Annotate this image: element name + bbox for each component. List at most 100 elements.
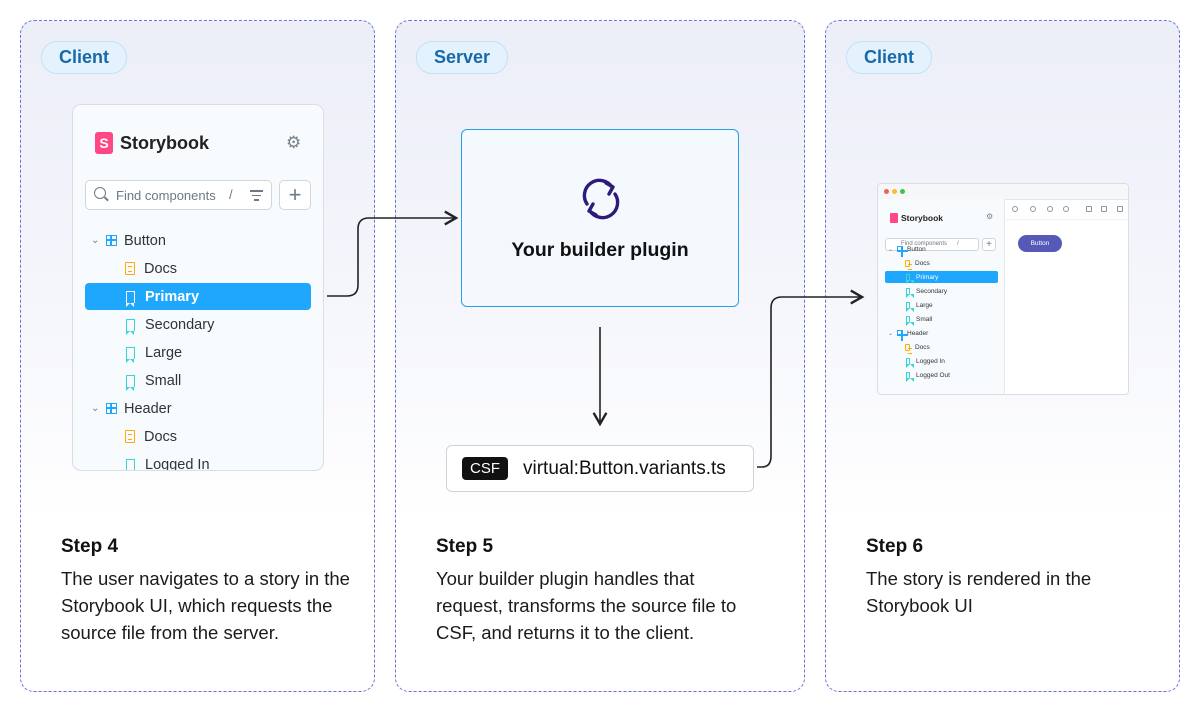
add-button[interactable]: + (279, 180, 311, 210)
tree-item-label: Docs (144, 260, 178, 277)
storybook-sidebar: S Storybook ⚙ Find components / + ⌄ Butto… (72, 104, 324, 471)
component-icon (106, 403, 117, 414)
measure-icon[interactable] (1117, 206, 1123, 212)
tree-story[interactable]: Large (885, 299, 998, 312)
tree-docs[interactable]: Docs (85, 423, 311, 450)
tree-story[interactable]: Primary (885, 271, 998, 284)
tree-item-label: Docs (915, 343, 930, 351)
close-dot-icon[interactable] (884, 189, 889, 194)
builder-plugin-box: Your builder plugin (461, 129, 739, 307)
client-badge: Client (41, 41, 128, 74)
chevron-down-icon[interactable]: ⌄ (888, 330, 894, 337)
component-icon (897, 246, 908, 257)
minimize-dot-icon[interactable] (892, 189, 897, 194)
tree-docs[interactable]: Docs (85, 255, 311, 282)
search-input[interactable]: Find components / (85, 180, 272, 210)
tree-component[interactable]: ⌄ Header (85, 395, 311, 422)
bookmark-icon (905, 302, 914, 312)
chevron-down-icon[interactable]: ⌄ (91, 403, 100, 414)
storybook-logo-icon (890, 213, 898, 223)
search-placeholder: Find components (116, 188, 216, 203)
tree-story[interactable]: Logged In (885, 355, 998, 368)
gear-icon[interactable]: ⚙ (986, 212, 994, 221)
tree-component[interactable]: ⌄ Button (85, 227, 311, 254)
tree-docs[interactable]: Docs (885, 257, 998, 270)
tree-item-label: Logged In (145, 456, 210, 471)
tree-component[interactable]: ⌄ Button (885, 243, 998, 257)
tree-item-label: Primary (916, 273, 939, 281)
rendered-button[interactable]: Button (1018, 235, 1062, 252)
tree-story[interactable]: Small (885, 313, 998, 326)
maximize-dot-icon[interactable] (900, 189, 905, 194)
component-icon (106, 235, 117, 246)
tree-component[interactable]: ⌄ Header (885, 327, 998, 341)
reload-icon[interactable] (1012, 206, 1018, 212)
tree-item-label: Small (916, 315, 933, 323)
csf-tag: CSF (462, 457, 508, 480)
refresh-icon (582, 178, 620, 220)
gear-icon[interactable]: ⚙ (286, 133, 302, 152)
step-title: Step 6 (866, 536, 924, 557)
step-6: Step 6 The story is rendered in the Stor… (866, 536, 1159, 619)
server-panel-step5: Server Step 5 Your builder plugin handle… (395, 20, 805, 692)
tree-story[interactable]: Secondary (885, 285, 998, 298)
tree-item-label: Header (907, 329, 929, 337)
step-description: The user navigates to a story in the Sto… (61, 568, 350, 643)
bookmark-icon (125, 346, 135, 363)
filter-icon[interactable] (250, 190, 263, 204)
step-5: Step 5 Your builder plugin handles that … (436, 536, 784, 646)
chevron-down-icon[interactable]: ⌄ (888, 246, 894, 253)
bookmark-icon (126, 458, 135, 470)
tree-story[interactable]: Large (85, 339, 311, 366)
tree-item-label: Secondary (916, 287, 948, 295)
tree-item-label: Docs (915, 259, 930, 267)
tree-item-label: Secondary (145, 316, 215, 333)
builder-plugin-label: Your builder plugin (511, 239, 689, 261)
background-icon[interactable] (1101, 206, 1107, 212)
storybook-app-name: Storybook (120, 132, 210, 153)
preview-search-shortcut: / (957, 240, 959, 247)
preview-canvas: Button (1004, 199, 1128, 394)
search-shortcut: / (229, 187, 233, 202)
component-icon (897, 330, 908, 341)
tree-docs[interactable]: Docs (885, 341, 998, 354)
zoom-out-icon[interactable] (1047, 206, 1053, 212)
tree-story[interactable]: Secondary (85, 311, 311, 338)
zoom-in-icon[interactable] (1030, 206, 1036, 212)
tree-story[interactable]: Logged In (85, 451, 311, 471)
bookmark-icon (125, 318, 135, 335)
tree-item-label: Header (124, 400, 172, 417)
tree-story[interactable]: Logged Out (885, 369, 998, 382)
tree-story[interactable]: Primary (85, 283, 311, 310)
search-icon (94, 187, 106, 199)
grid-icon[interactable] (1086, 206, 1092, 212)
tree-item-label: Large (916, 301, 933, 309)
virtual-file-name: virtual:Button.variants.ts (523, 457, 726, 479)
step-4: Step 4 The user navigates to a story in … (61, 536, 354, 646)
tree-story[interactable]: Small (85, 367, 311, 394)
bookmark-icon (905, 358, 914, 368)
window-titlebar (878, 184, 1128, 200)
bookmark-icon (905, 372, 914, 382)
preview-app-name: Storybook (901, 213, 944, 223)
server-badge: Server (416, 41, 509, 74)
storybook-logo[interactable]: S Storybook (95, 132, 209, 154)
tree-item-label: Button (907, 245, 926, 253)
document-icon (125, 430, 135, 443)
chevron-down-icon[interactable]: ⌄ (91, 235, 100, 246)
client-badge: Client (846, 41, 933, 74)
tree-item-label: Button (124, 232, 166, 249)
bookmark-icon (905, 274, 914, 284)
preview-storybook-logo[interactable]: Storybook (890, 213, 943, 223)
preview-search-input[interactable]: Find components / (885, 238, 979, 251)
document-icon (905, 259, 912, 270)
storybook-logo-icon: S (95, 132, 113, 154)
bookmark-icon (905, 316, 914, 326)
bookmark-icon (125, 290, 135, 307)
tree-item-label: Logged In (916, 357, 945, 365)
preview-add-button[interactable]: + (982, 238, 996, 251)
zoom-reset-icon[interactable] (1063, 206, 1069, 212)
bookmark-icon (905, 288, 914, 298)
